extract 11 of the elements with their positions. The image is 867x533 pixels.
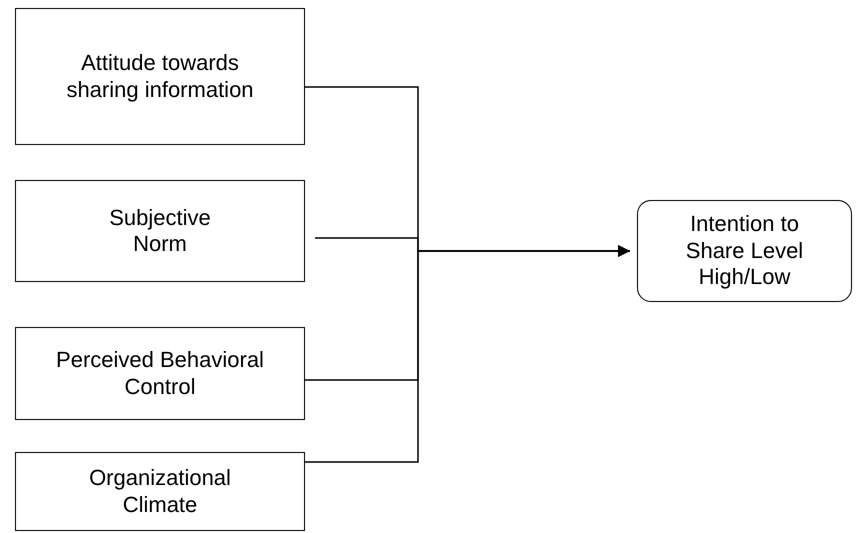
process-box	[15, 452, 305, 531]
process-box	[15, 8, 305, 145]
process-box	[15, 327, 305, 420]
node-label: Organizational Climate	[88, 465, 232, 518]
process-box	[15, 180, 305, 282]
node-label: Subjective Norm	[108, 204, 212, 258]
connector-arrow	[305, 245, 630, 463]
rounded-box	[637, 200, 852, 302]
node-label: Perceived Behavioral Control	[55, 347, 265, 400]
node-label: Attitude towards sharing information	[65, 50, 255, 103]
node-label: Intention to Share Level High/Low	[684, 211, 804, 291]
